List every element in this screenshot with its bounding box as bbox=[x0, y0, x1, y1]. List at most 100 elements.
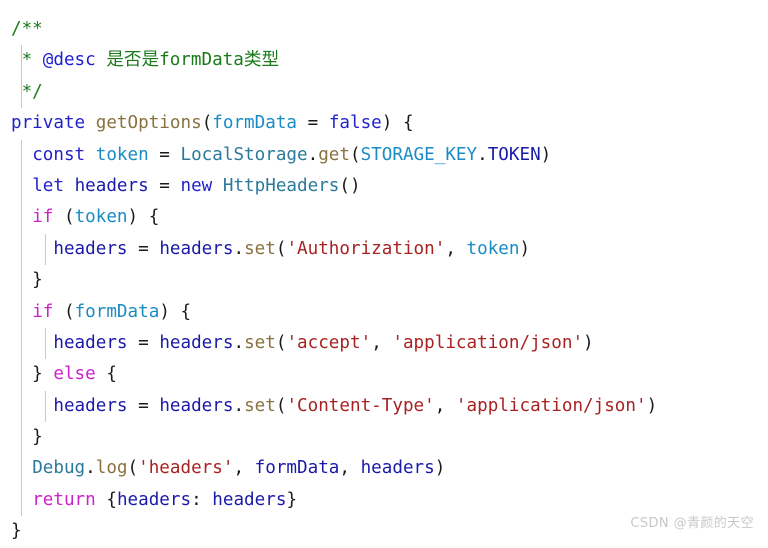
code-line: * @desc 是否是formData类型 bbox=[0, 45, 768, 77]
code-token: set bbox=[244, 332, 276, 353]
indent-guide bbox=[21, 453, 22, 485]
code-token: headers bbox=[53, 395, 128, 416]
code-line: */ bbox=[0, 76, 768, 109]
code-token: headers bbox=[212, 489, 287, 510]
code-token: log bbox=[95, 458, 128, 479]
code-line: Debug.log('headers', formData, headers) bbox=[0, 453, 768, 485]
indent-guide bbox=[21, 422, 22, 454]
code-token: else bbox=[53, 364, 96, 385]
code-token bbox=[85, 145, 96, 165]
code-token: ( bbox=[53, 207, 75, 228]
code-token: ) bbox=[646, 395, 658, 416]
code-token: 'accept' bbox=[286, 332, 372, 353]
code-token: const bbox=[32, 144, 86, 165]
code-token: get bbox=[318, 144, 350, 165]
code-token: headers bbox=[159, 395, 234, 416]
code-token: = bbox=[148, 175, 181, 196]
code-line: const token = LocalStorage.get(STORAGE_K… bbox=[0, 139, 768, 171]
code-token: formData bbox=[254, 458, 340, 479]
indent-guide bbox=[21, 296, 22, 328]
code-line: return {headers: headers} bbox=[0, 484, 768, 517]
code-token: ( bbox=[127, 458, 139, 479]
code-token bbox=[85, 113, 96, 133]
code-token: return bbox=[32, 489, 96, 510]
indent-guide bbox=[21, 202, 22, 234]
code-token: . bbox=[85, 458, 96, 479]
code-token: { bbox=[95, 489, 117, 510]
code-token: . bbox=[233, 332, 245, 353]
code-token bbox=[212, 176, 223, 196]
code-token: , bbox=[434, 395, 456, 416]
code-token: formData bbox=[212, 113, 298, 134]
indent-guide bbox=[21, 76, 22, 109]
code-token: if bbox=[32, 207, 54, 228]
code-token: let bbox=[32, 175, 64, 196]
code-line: headers = headers.set('Content-Type', 'a… bbox=[0, 390, 768, 423]
code-token: @desc bbox=[42, 50, 96, 71]
code-token: new bbox=[180, 175, 213, 196]
code-token: = bbox=[127, 238, 160, 259]
code-token: ( bbox=[275, 395, 287, 416]
indent-guide bbox=[21, 327, 22, 360]
code-token: . bbox=[477, 144, 488, 165]
code-token: token bbox=[95, 144, 149, 165]
code-token: , bbox=[233, 458, 255, 479]
code-token: LocalStorage bbox=[180, 144, 308, 165]
csdn-watermark: CSDN @青颜的天空 bbox=[630, 516, 754, 531]
code-token: ) { bbox=[381, 113, 414, 134]
code-token: set bbox=[244, 395, 276, 416]
indent-guide bbox=[21, 139, 22, 171]
code-block: /** * @desc 是否是formData类型 */private getO… bbox=[0, 14, 768, 548]
code-token: 'application/json' bbox=[392, 332, 584, 353]
code-line: } bbox=[0, 265, 768, 297]
code-token bbox=[11, 333, 53, 353]
indent-guide bbox=[21, 390, 22, 423]
code-token: ) { bbox=[127, 207, 160, 228]
code-line: private getOptions(formData = false) { bbox=[0, 108, 768, 139]
code-token: = bbox=[127, 332, 160, 353]
code-token: /** bbox=[11, 19, 43, 39]
code-token: ) bbox=[540, 144, 552, 165]
code-line: } else { bbox=[0, 359, 768, 391]
code-token: , bbox=[339, 458, 361, 479]
code-token: HttpHeaders bbox=[222, 175, 340, 196]
code-token: , bbox=[371, 332, 393, 353]
code-token bbox=[64, 176, 75, 196]
code-token bbox=[11, 396, 53, 416]
code-line: headers = headers.set('Authorization', t… bbox=[0, 233, 768, 266]
code-token: 'headers' bbox=[138, 458, 234, 479]
code-token: headers bbox=[159, 332, 234, 353]
code-token: ( bbox=[275, 332, 287, 353]
code-token: 'Content-Type' bbox=[286, 395, 435, 416]
indent-guide bbox=[21, 170, 22, 203]
code-token: getOptions bbox=[95, 113, 202, 134]
code-token: ) bbox=[583, 332, 594, 353]
code-line: if (token) { bbox=[0, 202, 768, 234]
indent-guide bbox=[21, 233, 22, 266]
code-token: . bbox=[307, 144, 319, 165]
code-token: ( bbox=[201, 113, 213, 134]
code-token: private bbox=[11, 113, 86, 134]
code-line: if (formData) { bbox=[0, 296, 768, 328]
code-token: } bbox=[11, 427, 43, 448]
code-token: } bbox=[11, 521, 22, 542]
code-token: headers bbox=[74, 175, 149, 196]
code-token: , bbox=[445, 238, 467, 259]
code-token: . bbox=[233, 395, 245, 416]
code-token: TOKEN bbox=[487, 144, 541, 165]
code-token: 'application/json' bbox=[455, 395, 647, 416]
code-token: headers bbox=[360, 458, 435, 479]
code-token: ( bbox=[275, 238, 287, 259]
code-token: ( bbox=[53, 301, 75, 322]
code-token: if bbox=[32, 301, 54, 322]
code-token: ( bbox=[349, 144, 361, 165]
indent-guide bbox=[21, 265, 22, 297]
code-token: ) bbox=[519, 238, 531, 259]
code-line: } bbox=[0, 422, 768, 454]
indent-guide bbox=[21, 359, 22, 391]
code-token: . bbox=[233, 238, 245, 259]
code-token: = bbox=[297, 113, 329, 134]
code-token: : bbox=[191, 489, 213, 510]
indent-guide bbox=[21, 484, 22, 517]
